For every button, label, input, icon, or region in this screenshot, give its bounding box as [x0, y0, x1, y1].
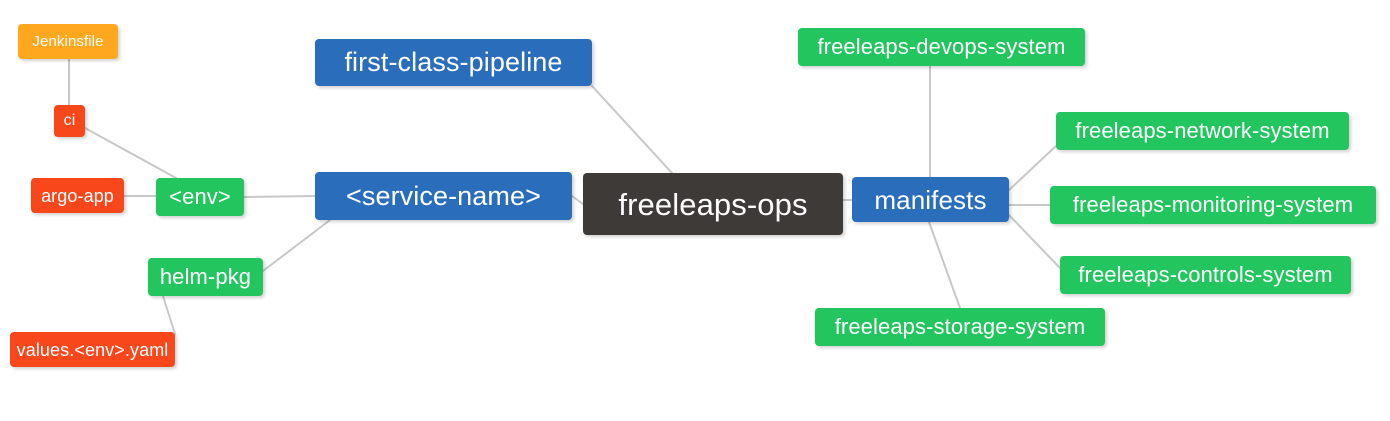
node-freeleaps-network-system[interactable]: freeleaps-network-system	[1056, 112, 1349, 150]
node-values-env-yaml[interactable]: values.<env>.yaml	[10, 332, 175, 367]
node-ci[interactable]: ci	[54, 105, 85, 137]
node-label-freeleaps-devops-system: freeleaps-devops-system	[817, 34, 1066, 59]
node-label-freeleaps-controls-system: freeleaps-controls-system	[1078, 262, 1333, 287]
node-manifests[interactable]: manifests	[852, 177, 1009, 222]
node-label-first-class-pipeline: first-class-pipeline	[344, 47, 563, 77]
node-label-values-env-yaml: values.<env>.yaml	[16, 339, 169, 360]
edge-freeleaps-ops-to-first-class-pipeline	[591, 85, 673, 174]
node-env[interactable]: <env>	[156, 178, 244, 216]
node-label-manifests: manifests	[874, 184, 987, 215]
node-freeleaps-ops[interactable]: freeleaps-ops	[583, 173, 843, 235]
edge-manifests-to-freeleaps-storage-system	[928, 221, 961, 309]
node-label-ci: ci	[63, 112, 76, 129]
node-service-name[interactable]: <service-name>	[315, 172, 572, 220]
node-label-env: <env>	[169, 184, 231, 209]
node-label-freeleaps-network-system: freeleaps-network-system	[1075, 118, 1330, 143]
node-label-argo-app: argo-app	[41, 185, 114, 206]
node-freeleaps-storage-system[interactable]: freeleaps-storage-system	[815, 308, 1105, 346]
node-label-service-name: <service-name>	[346, 180, 541, 211]
edge-freeleaps-ops-to-service-name	[571, 195, 584, 205]
edge-service-name-to-env	[243, 195, 316, 198]
edge-env-to-ci	[84, 127, 177, 179]
edge-service-name-to-helm-pkg	[262, 219, 331, 272]
edge-helm-pkg-to-values.<env>.yaml	[162, 295, 176, 335]
node-freeleaps-devops-system[interactable]: freeleaps-devops-system	[798, 28, 1085, 66]
node-label-jenkinsfile: Jenkinsfile	[32, 33, 104, 50]
node-label-helm-pkg: helm-pkg	[159, 264, 252, 289]
edge-manifests-to-freeleaps-network-system	[1008, 145, 1057, 191]
node-first-class-pipeline[interactable]: first-class-pipeline	[315, 39, 592, 86]
node-freeleaps-controls-system[interactable]: freeleaps-controls-system	[1060, 256, 1351, 294]
node-helm-pkg[interactable]: helm-pkg	[148, 258, 263, 296]
node-freeleaps-monitoring-system[interactable]: freeleaps-monitoring-system	[1050, 186, 1376, 224]
node-argo-app[interactable]: argo-app	[31, 178, 124, 213]
node-label-freeleaps-storage-system: freeleaps-storage-system	[834, 314, 1086, 339]
node-label-freeleaps-monitoring-system: freeleaps-monitoring-system	[1072, 192, 1354, 217]
node-jenkinsfile[interactable]: Jenkinsfile	[18, 24, 118, 59]
node-label-freeleaps-ops: freeleaps-ops	[618, 186, 808, 222]
